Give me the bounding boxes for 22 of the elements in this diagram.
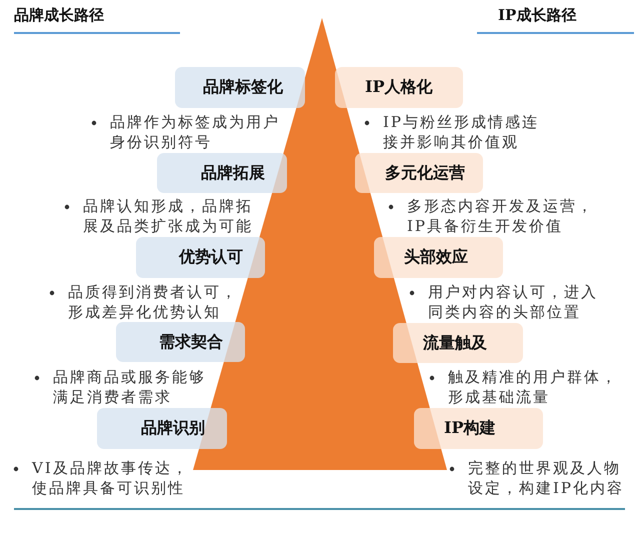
bullet-item: VI及品牌故事传达，使品牌具备可识别性 — [32, 458, 190, 498]
bullet-item: 完整的世界观及人物设定，构建IP化内容 — [468, 458, 626, 498]
stage-box: 需求契合 — [116, 322, 245, 362]
stage-box: IP构建 — [414, 408, 543, 449]
section-heading: 品牌成长路径 — [14, 6, 104, 25]
bullet-item: 触及精准的用户群体，形成基础流量 — [448, 367, 619, 407]
stage-box: 优势认可 — [136, 237, 265, 278]
bullet-item: 品牌作为标签成为用户身份识别符号 — [110, 112, 281, 152]
bullet-item: 多形态内容开发及运营，IP具备衍生开发价值 — [407, 196, 595, 236]
bullet-item: 品牌认知形成，品牌拓展及品类扩张成为可能 — [83, 196, 254, 236]
stage-box: 品牌拓展 — [157, 153, 287, 193]
bullet-item: IP与粉丝形成情感连接并影响其价值观 — [383, 112, 540, 152]
stage-box: 流量触及 — [393, 323, 523, 363]
bullet-item: 用户对内容认可，进入同类内容的头部位置 — [428, 282, 599, 322]
stage-box: 品牌标签化 — [175, 67, 305, 108]
stage-box: 头部效应 — [374, 237, 503, 278]
stage-box: 品牌识别 — [97, 408, 227, 449]
section-heading: IP成长路径 — [498, 6, 576, 25]
stage-box: 多元化运营 — [355, 153, 483, 193]
bullet-item: 品牌商品或服务能够满足消费者需求 — [53, 367, 207, 407]
stage-box: IP人格化 — [335, 67, 463, 108]
bullet-item: 品质得到消费者认可，形成差异化优势认知 — [68, 282, 239, 322]
